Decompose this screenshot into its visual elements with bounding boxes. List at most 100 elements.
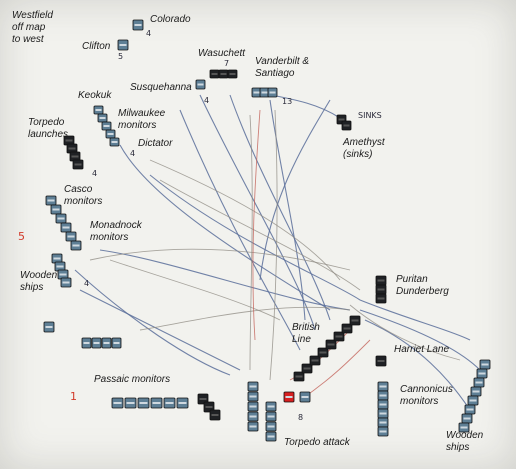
counter-stripe bbox=[327, 343, 335, 346]
track-line bbox=[79, 289, 241, 371]
counter-stripe bbox=[469, 399, 477, 402]
counter-stripe bbox=[377, 360, 385, 362]
counter-stripe bbox=[68, 147, 76, 150]
counter-stripe bbox=[466, 408, 474, 411]
counter-stripe bbox=[269, 91, 276, 94]
counter-stripe bbox=[52, 208, 60, 211]
westfield-label: off map bbox=[12, 22, 46, 33]
track-line bbox=[252, 109, 261, 341]
counter-stripe bbox=[152, 402, 161, 404]
counter-stripe bbox=[45, 326, 53, 328]
counter-stripe bbox=[71, 155, 79, 158]
counter-stripe bbox=[267, 415, 275, 418]
track-line bbox=[99, 249, 351, 311]
unit-labels: Westfield off map to west Colorado Clift… bbox=[12, 10, 484, 453]
counter-stripe bbox=[377, 279, 385, 282]
counter-stripe bbox=[379, 430, 387, 433]
track-line bbox=[119, 144, 331, 311]
counter-stripe bbox=[475, 381, 483, 384]
milwaukee-label: Milwaukee bbox=[118, 108, 166, 119]
counter-stripe bbox=[178, 402, 187, 404]
vanderbilt-label: Santiago bbox=[255, 68, 295, 79]
track-line bbox=[89, 248, 351, 271]
counter-stripe bbox=[99, 117, 106, 119]
counter-stripe bbox=[249, 405, 257, 408]
counter-stripe bbox=[47, 199, 55, 202]
torpedo-attack-label: Torpedo attack bbox=[284, 437, 351, 448]
sinks-note: SINKS bbox=[358, 111, 382, 120]
track-line bbox=[349, 304, 461, 361]
counter-stripe bbox=[126, 402, 135, 404]
counter-stripe bbox=[62, 226, 70, 229]
counter-stripe bbox=[107, 133, 114, 135]
speed-note: 4 bbox=[146, 29, 151, 38]
amethyst-label: (sinks) bbox=[343, 149, 372, 160]
counter-stripe bbox=[478, 372, 486, 375]
counter-stripe bbox=[377, 288, 385, 291]
counter-stripe bbox=[472, 390, 480, 393]
counter-stripe bbox=[379, 412, 387, 415]
counter-stripe bbox=[65, 139, 73, 142]
counter-stripe bbox=[379, 421, 387, 424]
counter-stripe bbox=[249, 415, 257, 418]
track-line bbox=[229, 94, 331, 321]
wooden-ships-right-label: ships bbox=[446, 442, 469, 453]
counter-stripe bbox=[74, 163, 82, 166]
counter-stripe bbox=[67, 235, 75, 238]
counter-stripe bbox=[119, 44, 127, 46]
counter-stripe bbox=[113, 402, 122, 404]
track-line bbox=[359, 309, 481, 371]
torpedo-launches-label: Torpedo bbox=[28, 117, 65, 128]
counter-stripe bbox=[253, 91, 260, 94]
westfield-label: Westfield bbox=[12, 10, 53, 21]
track-line bbox=[259, 99, 331, 281]
track-line bbox=[109, 259, 281, 321]
monadnock-label: monitors bbox=[90, 232, 128, 243]
speed-note: 4 bbox=[92, 169, 97, 178]
dictator-label: Dictator bbox=[138, 138, 173, 149]
counter-stripe bbox=[72, 244, 80, 247]
counter-stripe bbox=[379, 403, 387, 406]
counter-stripe bbox=[205, 406, 213, 408]
counter-stripe bbox=[379, 385, 387, 388]
casco-label: monitors bbox=[64, 196, 102, 207]
counter-stripe bbox=[249, 425, 257, 428]
ship-counters bbox=[43, 19, 491, 442]
counter-stripe bbox=[211, 414, 219, 416]
counter-stripe bbox=[139, 402, 148, 404]
counter-stripe bbox=[93, 342, 100, 344]
counter-stripe bbox=[56, 265, 64, 268]
counter-stripe bbox=[211, 73, 218, 75]
track-line bbox=[359, 299, 471, 341]
milwaukee-label: monitors bbox=[118, 120, 156, 131]
margin-note: 1 bbox=[70, 390, 77, 403]
counter-stripe bbox=[165, 402, 174, 404]
counter-stripe bbox=[267, 435, 275, 438]
counter-stripe bbox=[197, 83, 204, 86]
counter-stripe bbox=[303, 367, 311, 370]
counter-stripe bbox=[57, 217, 65, 220]
speed-note: 4 bbox=[84, 279, 89, 288]
counter-stripe bbox=[319, 351, 327, 354]
keokuk-label: Keokuk bbox=[78, 90, 112, 101]
puritan-label: Puritan bbox=[396, 274, 428, 285]
counter-stripe bbox=[343, 124, 350, 127]
counter-stripe bbox=[53, 257, 61, 260]
harriet-lane-label: Harriet Lane bbox=[394, 344, 449, 355]
movement-tracks bbox=[74, 91, 481, 411]
counter-stripe bbox=[113, 342, 120, 344]
track-line bbox=[74, 269, 231, 376]
wasuchett-label: Wasuchett bbox=[198, 48, 246, 59]
counter-stripe bbox=[481, 363, 489, 366]
speed-note: 4 bbox=[130, 149, 135, 158]
counter-stripe bbox=[103, 125, 110, 127]
pencil-notes: 4 5 7 4 13 4 4 4 8 5 1 bbox=[18, 29, 303, 422]
counter-stripe bbox=[220, 73, 227, 75]
counter-stripe bbox=[335, 335, 343, 338]
track-line bbox=[199, 94, 316, 331]
counter-stripe bbox=[267, 405, 275, 408]
counter-stripe bbox=[338, 118, 345, 121]
torpedo-launches-label: launches bbox=[28, 129, 68, 140]
counter-stripe bbox=[379, 394, 387, 397]
